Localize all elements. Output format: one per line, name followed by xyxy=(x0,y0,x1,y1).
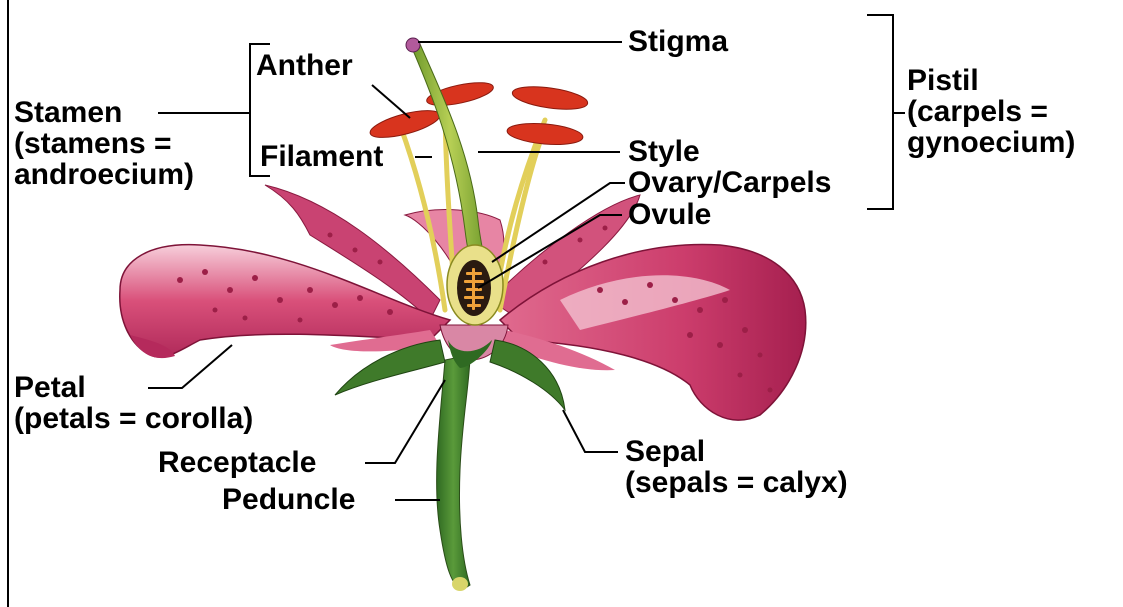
label-stamen-note-1: (stamens = xyxy=(14,128,194,159)
label-petal-note: (petals = corolla) xyxy=(14,403,253,434)
label-sepal-group: Sepal (sepals = calyx) xyxy=(625,436,848,498)
label-stamen: Stamen xyxy=(14,97,194,128)
anthers xyxy=(368,78,589,147)
label-receptacle: Receptacle xyxy=(158,447,316,478)
label-sepal: Sepal xyxy=(625,436,848,467)
stem-tip xyxy=(452,577,468,591)
label-filament: Filament xyxy=(260,141,383,172)
label-anther: Anther xyxy=(256,50,353,81)
peduncle-stem xyxy=(437,355,470,590)
label-style: Style xyxy=(628,136,700,167)
label-pistil-note-2: gynoecium) xyxy=(907,127,1075,158)
label-pistil-group: Pistil (carpels = gynoecium) xyxy=(907,65,1075,158)
label-stamen-note-2: androecium) xyxy=(14,159,194,190)
label-stigma: Stigma xyxy=(628,26,728,57)
label-stamen-group: Stamen (stamens = androecium) xyxy=(14,97,194,190)
label-petal-group: Petal (petals = corolla) xyxy=(14,372,253,434)
stigma-tip xyxy=(406,38,420,52)
label-ovary: Ovary/Carpels xyxy=(628,167,831,198)
label-ovule: Ovule xyxy=(628,199,711,230)
label-petal: Petal xyxy=(14,372,253,403)
label-pistil: Pistil xyxy=(907,65,1075,96)
label-sepal-note: (sepals = calyx) xyxy=(625,467,848,498)
label-pistil-note-1: (carpels = xyxy=(907,96,1075,127)
label-peduncle: Peduncle xyxy=(222,484,355,515)
